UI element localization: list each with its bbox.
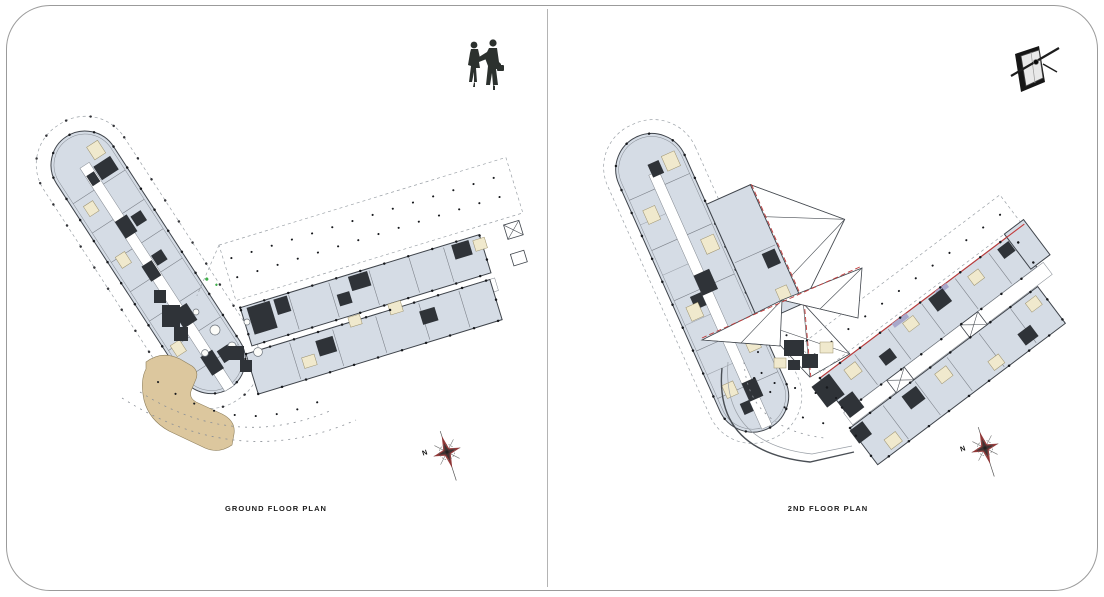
notebook-pen-icon <box>1010 46 1060 92</box>
second-floor-plan-drawing: N <box>603 119 1068 477</box>
stair-core <box>246 239 473 357</box>
compass-rose: N <box>421 430 461 481</box>
stair-core <box>154 290 252 372</box>
compass-north-label: N <box>421 449 428 457</box>
panel-second-floor: N 2ND FLOOR PLAN <box>552 0 1104 597</box>
stair-core <box>784 340 818 370</box>
second-atrium-corner <box>700 265 863 463</box>
ground-left-wing <box>35 115 262 410</box>
ground-floor-plan-drawing: N <box>35 115 528 481</box>
panel-divider-line <box>547 9 548 587</box>
page-border-frame <box>6 5 1098 591</box>
ground-floor-plan-title: GROUND FLOOR PLAN <box>224 504 327 513</box>
compass-north-label: N <box>959 445 966 453</box>
panel-ground-floor: N GROUND FLOOR PLAN <box>35 39 528 513</box>
businesspeople-handshake-icon <box>468 39 504 90</box>
compass-rose: N <box>959 426 999 477</box>
second-floor-plan-title: 2ND FLOOR PLAN <box>787 504 869 513</box>
second-right-wing <box>799 194 1068 467</box>
ground-atrium-plaza <box>121 290 357 451</box>
ground-right-wing <box>196 156 528 396</box>
stair-core <box>811 241 1039 444</box>
